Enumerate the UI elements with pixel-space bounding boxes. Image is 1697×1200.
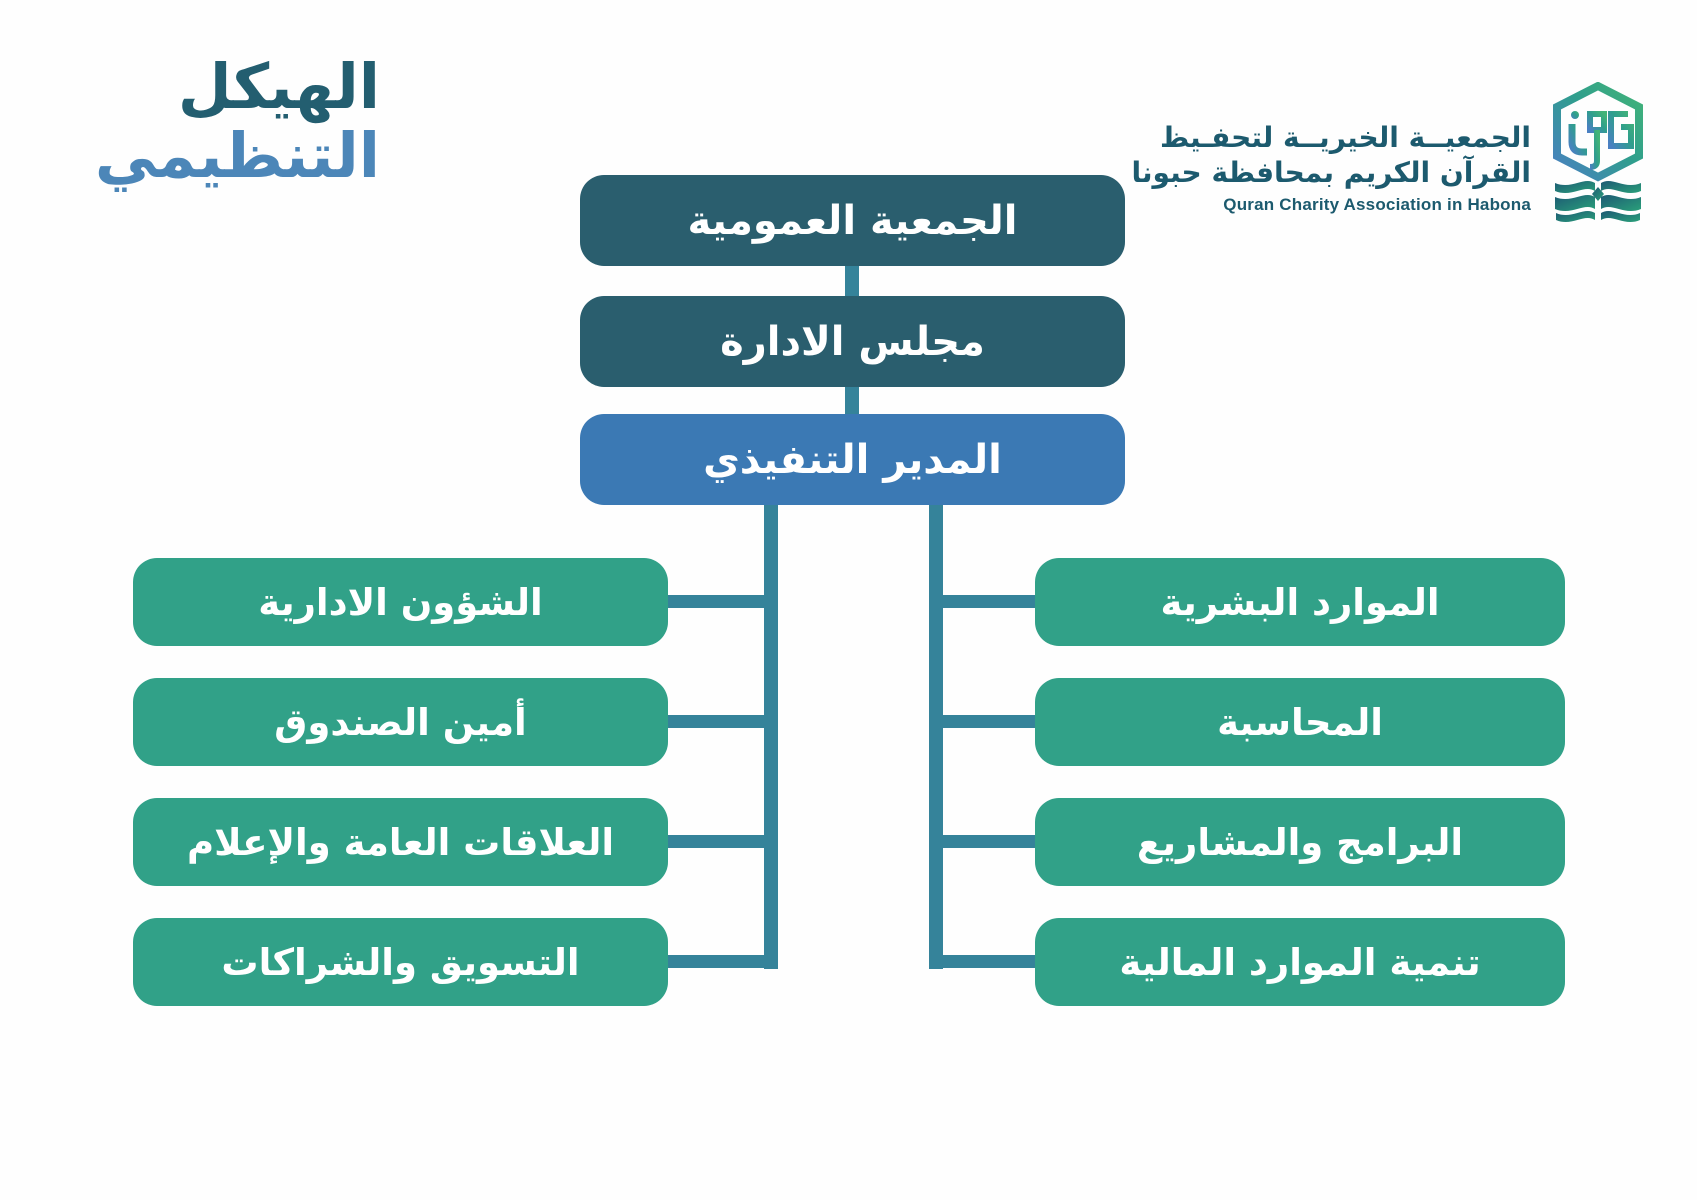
organization-logo: الجمعيــة الخيريــة لتحفـيظ القرآن الكري…	[1132, 82, 1649, 232]
logo-text: الجمعيــة الخيريــة لتحفـيظ القرآن الكري…	[1132, 120, 1531, 215]
connector-right-row3	[929, 835, 1045, 848]
node-executive-director: المدير التنفيذي	[580, 414, 1125, 505]
logo-name-arabic-line2: القرآن الكريم بمحافظة حبونا	[1131, 156, 1531, 189]
page-title-line1: الهيكل	[177, 50, 380, 123]
page-title-line2: التنظيمي	[94, 119, 380, 193]
logo-name-arabic-line1: الجمعيــة الخيريــة لتحفـيظ	[1160, 121, 1531, 154]
node-programs-projects: البرامج والمشاريع	[1035, 798, 1565, 886]
quran-charity-logo-icon	[1553, 82, 1643, 223]
connector-left-row1	[655, 595, 778, 608]
node-marketing-partnerships: التسويق والشراكات	[133, 918, 668, 1006]
node-financial-resources-development: تنمية الموارد المالية	[1035, 918, 1565, 1006]
node-treasurer: أمين الصندوق	[133, 678, 668, 766]
connector-left-trunk	[764, 500, 778, 969]
node-administrative-affairs: الشؤون الادارية	[133, 558, 668, 646]
connector-assembly-board	[845, 262, 859, 302]
connector-left-row3	[655, 835, 778, 848]
node-public-relations-media: العلاقات العامة والإعلام	[133, 798, 668, 886]
node-accounting: المحاسبة	[1035, 678, 1565, 766]
connector-right-trunk	[929, 500, 943, 969]
node-general-assembly: الجمعية العمومية	[580, 175, 1125, 266]
page-title: الهيكل التنظيمي	[30, 52, 380, 191]
connector-left-row2	[655, 715, 778, 728]
node-human-resources: الموارد البشرية	[1035, 558, 1565, 646]
connector-board-executive	[845, 383, 859, 419]
logo-name-english: Quran Charity Association in Habona	[1223, 195, 1531, 214]
connector-left-row4	[655, 955, 778, 968]
connector-right-row1	[929, 595, 1045, 608]
node-board-of-directors: مجلس الادارة	[580, 296, 1125, 387]
connector-right-row4	[929, 955, 1045, 968]
connector-right-row2	[929, 715, 1045, 728]
